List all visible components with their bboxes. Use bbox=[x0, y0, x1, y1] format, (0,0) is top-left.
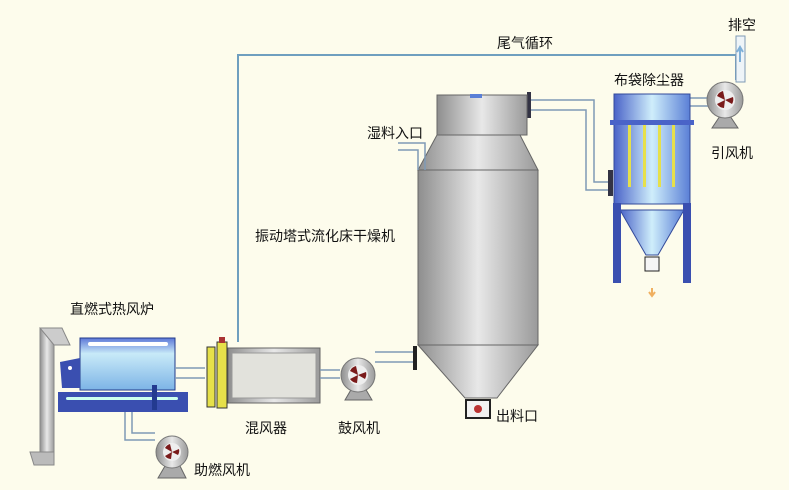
fluidized-bed-dryer bbox=[416, 94, 540, 419]
label-combustion-fan: 助燃风机 bbox=[194, 463, 250, 479]
vent-pipe bbox=[735, 35, 746, 83]
dryer-to-filter-pipe bbox=[528, 99, 612, 191]
air-mixer bbox=[206, 337, 321, 409]
label-dryer: 振动塔式流化床干燥机 bbox=[255, 229, 395, 245]
feed-elevator bbox=[29, 327, 71, 466]
induced-fan-icon bbox=[706, 81, 744, 129]
direct-fired-hot-air-furnace bbox=[58, 337, 188, 412]
label-induced-fan: 引风机 bbox=[711, 146, 753, 162]
label-exhaust-recycle: 尾气循环 bbox=[497, 36, 553, 52]
bag-filter bbox=[610, 93, 694, 298]
blower-fan-icon bbox=[340, 357, 376, 401]
label-bag-filter: 布袋除尘器 bbox=[614, 73, 684, 89]
label-discharge: 出料口 bbox=[496, 409, 538, 425]
label-vent: 排空 bbox=[728, 18, 756, 34]
label-mixer: 混风器 bbox=[245, 421, 287, 437]
wet-inlet-pipe bbox=[398, 142, 426, 170]
label-blower: 鼓风机 bbox=[338, 421, 380, 437]
combustion-fan-icon bbox=[155, 435, 189, 479]
label-wet-inlet: 湿料入口 bbox=[367, 126, 423, 142]
label-furnace: 直燃式热风炉 bbox=[70, 302, 154, 318]
